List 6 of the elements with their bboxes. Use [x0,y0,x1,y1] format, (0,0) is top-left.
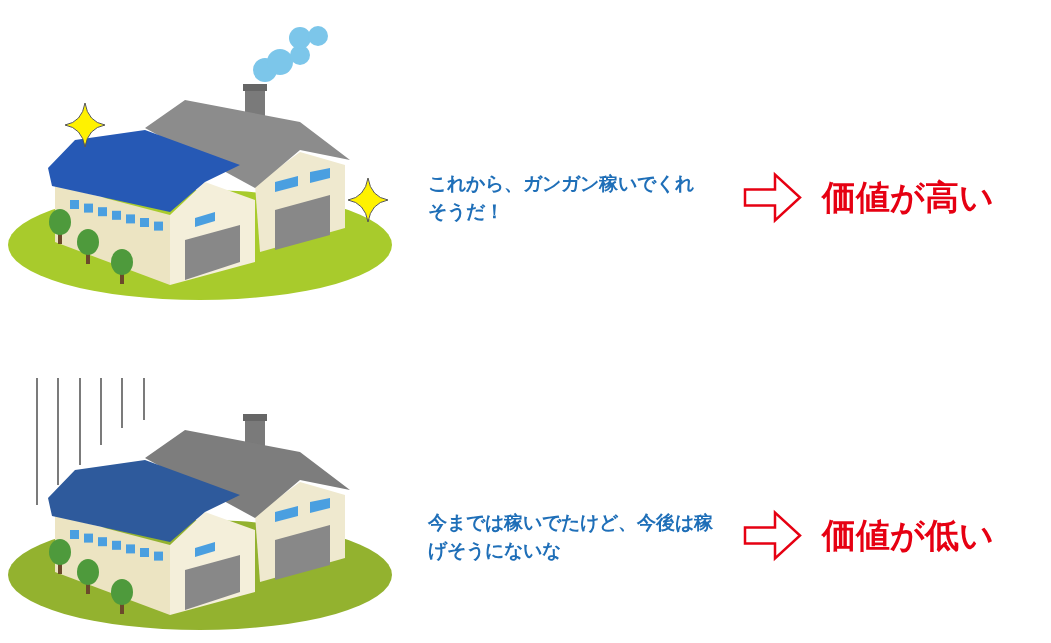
block-arrow [743,171,802,224]
value-text: 価値が高い [822,175,994,219]
speech-text: 今までは稼いでたけど、今後は稼げそうにないな [428,509,714,563]
speech-text: これから、ガンガン稼いでくれそうだ！ [428,170,695,224]
block-arrow [743,509,802,562]
value-text: 価値が低い [822,513,994,557]
